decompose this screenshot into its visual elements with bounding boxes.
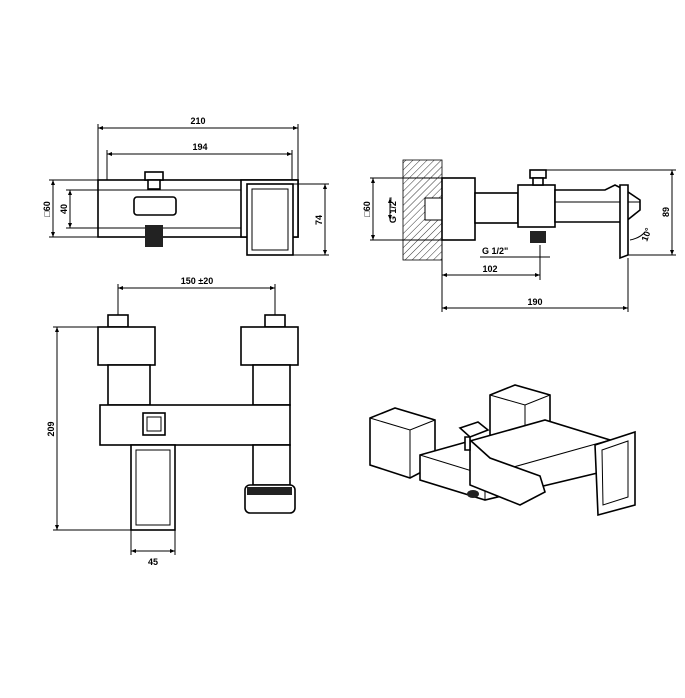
dim-150: 150 ±20 xyxy=(181,276,213,286)
dim-square-60: □60 xyxy=(42,201,52,216)
dim-209: 209 xyxy=(46,421,56,436)
dim-190: 190 xyxy=(527,297,542,307)
dim-40: 40 xyxy=(59,204,69,214)
dim-194: 194 xyxy=(192,142,207,152)
dim-outlet-thread: G 1/2" xyxy=(482,246,508,256)
dim-74: 74 xyxy=(314,215,324,225)
side-view: □60 G 1/2" G 1/2" 102 190 89 10° xyxy=(362,159,676,312)
isometric-view xyxy=(369,384,636,517)
dim-210: 210 xyxy=(190,116,205,126)
dim-89: 89 xyxy=(661,207,671,217)
front-view: 150 ±20 209 45 xyxy=(46,276,299,567)
dim-102: 102 xyxy=(482,264,497,274)
dim-wall-thread: G 1/2" xyxy=(388,197,398,223)
dim-45: 45 xyxy=(148,557,158,567)
top-view: 210 194 □60 40 74 xyxy=(42,116,329,256)
dim-square-60-side: □60 xyxy=(362,201,372,216)
dim-angle: 10° xyxy=(639,226,653,243)
